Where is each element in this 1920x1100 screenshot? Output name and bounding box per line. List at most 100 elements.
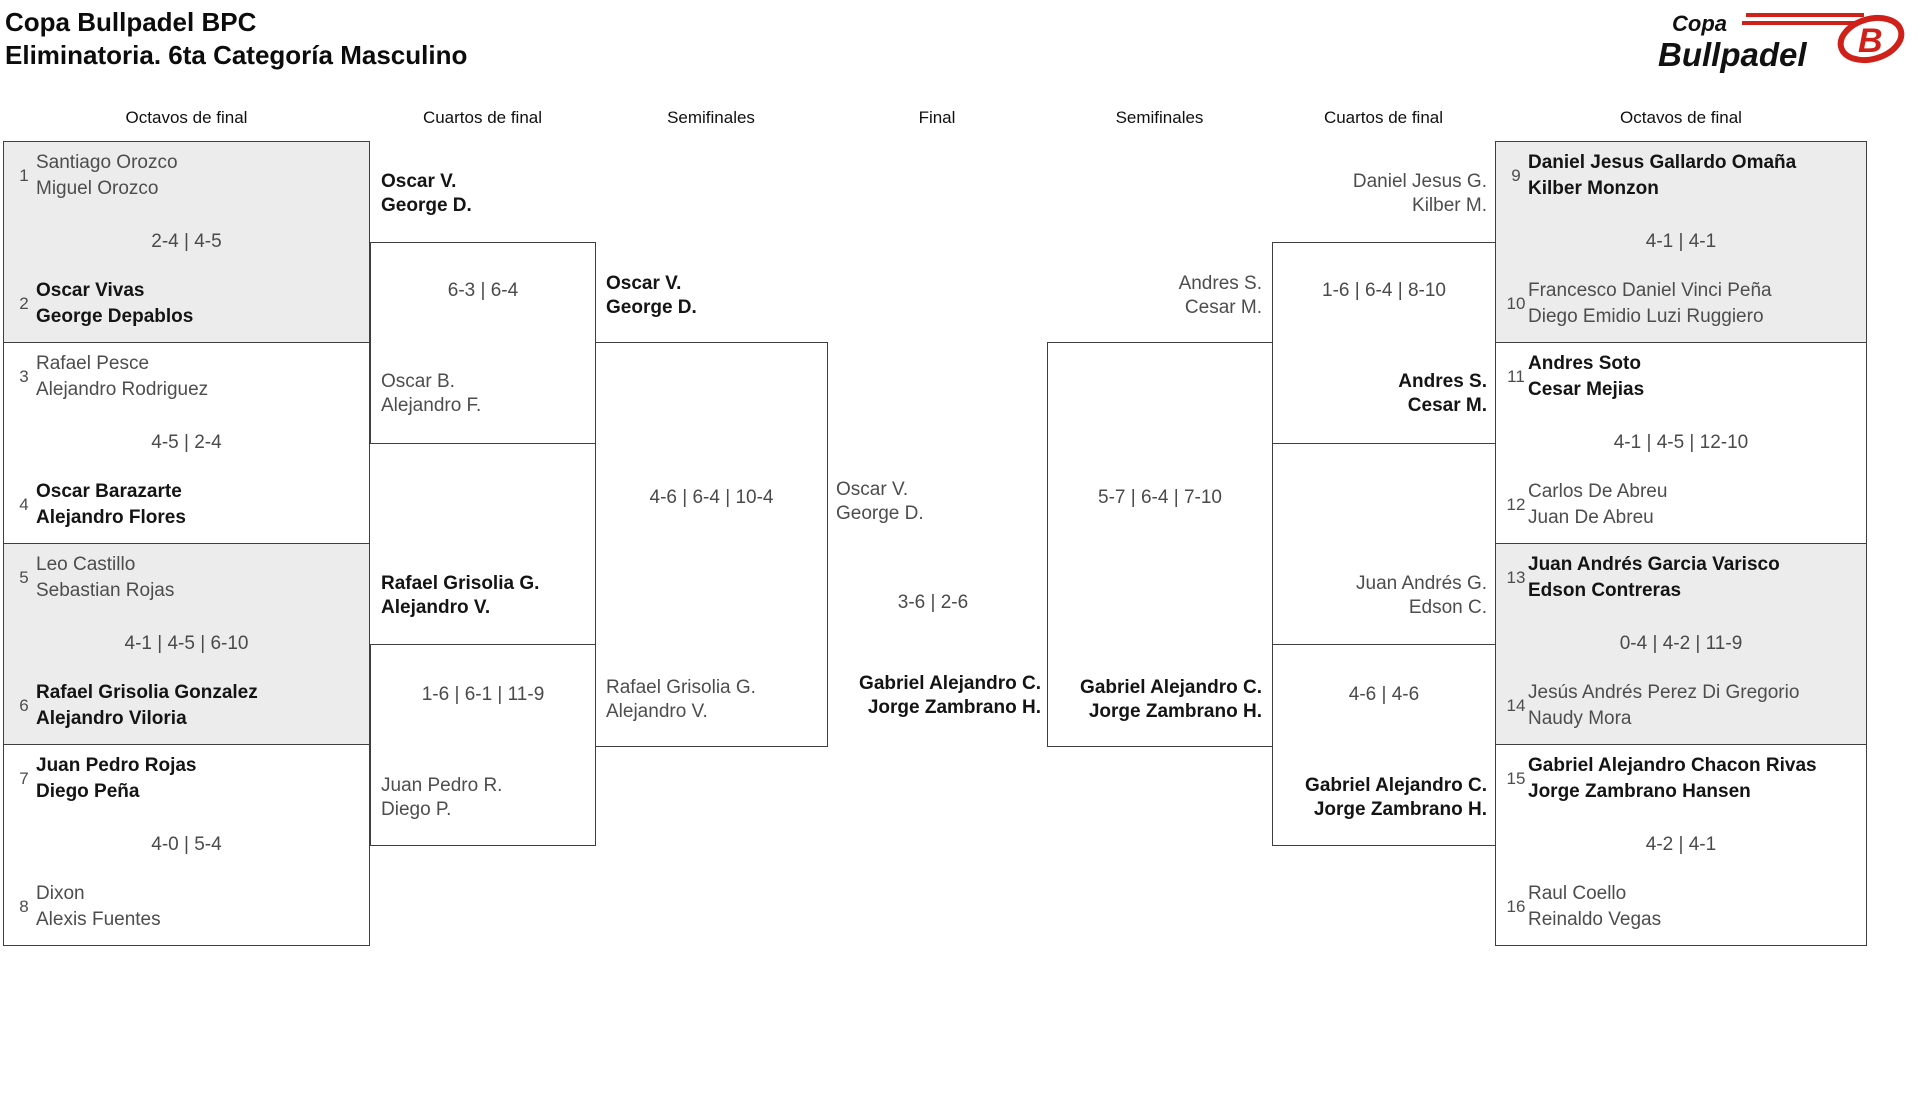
player-name: Kilber M. <box>1412 195 1487 216</box>
qf-right1-score: 1-6 | 6-4 | 8-10 <box>1322 280 1446 301</box>
player-name: Santiago Orozco <box>36 152 178 173</box>
player-name: Jorge Zambrano H. <box>1313 799 1487 820</box>
player-name: Jorge Zambrano H. <box>867 697 1041 718</box>
match-score: 4-5 | 2-4 <box>151 432 222 453</box>
player-name: Gabriel Alejandro C. <box>1305 775 1487 796</box>
qf-right1-bottom-team: Andres S.Cesar M. <box>1270 370 1487 418</box>
player-name: George D. <box>606 297 697 318</box>
player-name: Alejandro F. <box>381 395 482 416</box>
player-name: Juan De Abreu <box>1528 507 1654 528</box>
round-header-semis-right: Semifinales <box>1115 108 1204 127</box>
qf-left2-score: 1-6 | 6-1 | 11-9 <box>421 684 545 705</box>
match-score: 4-1 | 4-5 | 12-10 <box>1613 432 1749 453</box>
title-line-2: Eliminatoria. 6ta Categoría Masculino <box>5 40 468 70</box>
player-name: Naudy Mora <box>1528 708 1632 729</box>
player-name: Francesco Daniel Vinci Peña <box>1528 280 1772 301</box>
sf-right-bottom-team: Gabriel Alejandro C.Jorge Zambrano H. <box>1040 676 1262 724</box>
player-name: Rafael Grisolia Gonzalez <box>36 682 258 703</box>
player-name: Rafael Pesce <box>36 353 150 374</box>
round-header-cuartos-right: Cuartos de final <box>1323 108 1444 127</box>
seed-number: 2 <box>19 294 29 313</box>
final-right-team: Gabriel Alejandro C.Jorge Zambrano H. <box>825 672 1041 720</box>
seed-number: 15 <box>1506 769 1526 788</box>
logo-text-bullpadel: Bullpadel <box>1658 36 1807 73</box>
seed-number: 11 <box>1507 367 1525 386</box>
qf-right2-bottom-team: Gabriel Alejandro C. Jorge Zambrano H. <box>1270 774 1487 822</box>
sf-right-score: 5-7 | 6-4 | 7-10 <box>1098 487 1222 508</box>
player-name: Diego Peña <box>36 781 140 802</box>
final-left-team: Oscar V.George D. <box>836 478 924 526</box>
player-name: Juan Pedro Rojas <box>36 755 197 776</box>
player-name: Alexis Fuentes <box>36 909 161 930</box>
player-name: Cesar M. <box>1184 297 1262 318</box>
qf-right2-score: 4-6 | 4-6 <box>1348 684 1420 705</box>
player-name: Reinaldo Vegas <box>1528 909 1662 930</box>
semifinal-left-connector <box>595 342 828 747</box>
player-name: Rafael Grisolia G. <box>381 573 540 594</box>
final-score: 3-6 | 2-6 <box>897 592 969 613</box>
player-name: Dixon <box>36 883 85 904</box>
match-score: 4-1 | 4-5 | 6-10 <box>124 633 249 654</box>
round-header-final: Final <box>918 108 956 127</box>
player-name: Diego P. <box>381 799 452 820</box>
qf-left2-bottom-team: Juan Pedro R.Diego P. <box>381 774 502 822</box>
sf-left-score: 4-6 | 6-4 | 10-4 <box>649 487 774 508</box>
seed-number: 4 <box>19 495 29 514</box>
player-name: Oscar Vivas <box>36 280 145 301</box>
sf-left-bottom-team: Rafael Grisolia G.Alejandro V. <box>606 676 756 724</box>
player-name: George Depablos <box>36 306 194 327</box>
player-name: Oscar Barazarte <box>36 481 182 502</box>
copa-bullpadel-logo: B Copa Bullpadel <box>1658 11 1905 73</box>
player-name: George D. <box>381 195 472 216</box>
player-name: Daniel Jesus Gallardo Omaña <box>1528 152 1797 173</box>
player-name: Juan Andrés G. <box>1356 573 1487 594</box>
player-name: Andres S. <box>1398 371 1487 392</box>
round-header-cuartos-left: Cuartos de final <box>422 108 543 127</box>
player-name: Jorge Zambrano H. <box>1088 701 1262 722</box>
player-name: Cesar Mejias <box>1528 379 1645 400</box>
seed-number: 3 <box>19 367 29 386</box>
logo-ball-icon <box>1837 14 1905 64</box>
player-name: Alejandro V. <box>381 597 491 618</box>
player-name: Gabriel Alejandro Chacon Rivas <box>1528 755 1817 776</box>
seed-number: 14 <box>1506 696 1526 715</box>
player-name: Alejandro Viloria <box>36 708 187 729</box>
round-header-octavos-left: Octavos de final <box>125 108 248 127</box>
seed-number: 16 <box>1506 897 1526 916</box>
sf-right-top-team: Andres S.Cesar M. <box>1045 272 1262 320</box>
round-header-octavos-right: Octavos de final <box>1620 108 1742 127</box>
match-score: 4-2 | 4-1 <box>1645 834 1717 855</box>
player-name: Rafael Grisolia G. <box>606 677 756 698</box>
match-score: 2-4 | 4-5 <box>151 231 222 252</box>
seed-number: 5 <box>19 568 29 587</box>
semifinal-right-connector <box>1047 342 1273 747</box>
title-line-1: Copa Bullpadel BPC <box>5 7 257 37</box>
player-name: Edson C. <box>1408 597 1487 618</box>
match-score: 4-0 | 5-4 <box>151 834 222 855</box>
player-name: Kilber Monzon <box>1528 178 1659 199</box>
qf-left2-top-team: Rafael Grisolia G. Alejandro V. <box>381 572 539 620</box>
